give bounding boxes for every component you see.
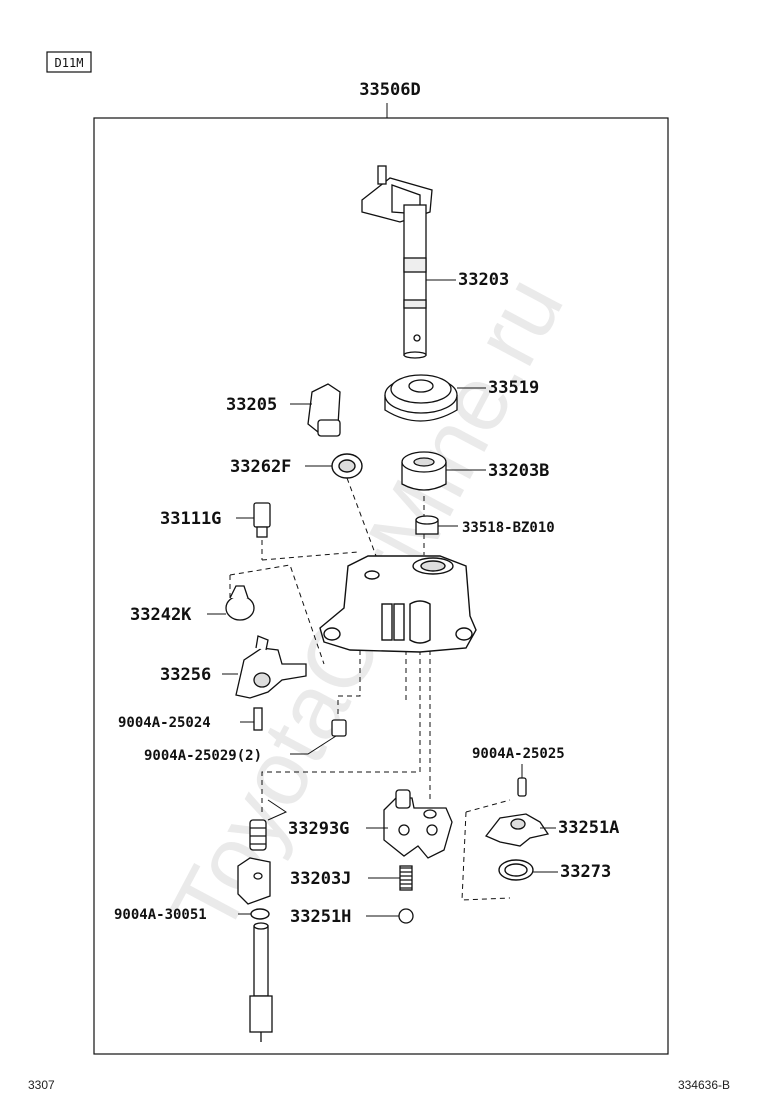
assembly-frame: [93, 117, 669, 1055]
shaft-boot: [384, 374, 458, 422]
part-label-33203B[interactable]: 33203B: [488, 461, 549, 481]
collar: [415, 515, 439, 535]
interlock-plate: [383, 789, 453, 859]
part-label-33273[interactable]: 33273: [560, 862, 611, 882]
part-label-33293G[interactable]: 33293G: [288, 819, 349, 839]
part-label-33518-BZ010[interactable]: 33518-BZ010: [462, 520, 555, 536]
assembly-guides: [229, 477, 511, 901]
part-label-9004A-25029[interactable]: 9004A-25029(2): [144, 748, 262, 764]
selector-pin: [307, 383, 341, 437]
guide-block: [237, 857, 271, 905]
detent-pin: [517, 777, 527, 797]
plug: [253, 502, 271, 538]
part-label-33111G[interactable]: 33111G: [160, 509, 221, 529]
assembly-label[interactable]: 33506D: [359, 80, 420, 100]
oil-seal: [331, 453, 363, 479]
part-label-33205[interactable]: 33205: [226, 395, 277, 415]
part-label-9004A-25024[interactable]: 9004A-25024: [118, 715, 211, 731]
detent-spring: [399, 865, 413, 891]
detent-ball: [398, 908, 414, 924]
select-lever: [235, 635, 307, 699]
code-box: D11M: [46, 51, 92, 73]
inner-lever: [484, 813, 550, 847]
part-label-33203J[interactable]: 33203J: [290, 869, 351, 889]
part-label-9004A-30051[interactable]: 9004A-30051: [114, 907, 207, 923]
svg-text:D11M: D11M: [55, 56, 84, 70]
washer: [498, 859, 534, 881]
sleeve: [331, 719, 347, 737]
footer-left: 3307: [28, 1078, 55, 1092]
shift-housing: [319, 555, 477, 653]
bushing: [401, 451, 447, 491]
spring-pin: [253, 707, 263, 731]
part-label-33242K[interactable]: 33242K: [130, 605, 192, 625]
part-label-33251H[interactable]: 33251H: [290, 907, 351, 927]
footer-right: 334636-B: [677, 1078, 730, 1092]
part-label-9004A-25025[interactable]: 9004A-25025: [472, 746, 565, 762]
shift-lever-shaft: [361, 165, 433, 359]
part-label-33256[interactable]: 33256: [160, 665, 211, 685]
part-label-33203[interactable]: 33203: [458, 270, 509, 290]
part-label-33251A[interactable]: 33251A: [558, 818, 619, 838]
part-label-33519[interactable]: 33519: [488, 378, 539, 398]
part-label-33262F[interactable]: 33262F: [230, 457, 291, 477]
shift-rod: [249, 922, 273, 1042]
left-spring: [249, 819, 267, 851]
cap: [225, 585, 255, 621]
